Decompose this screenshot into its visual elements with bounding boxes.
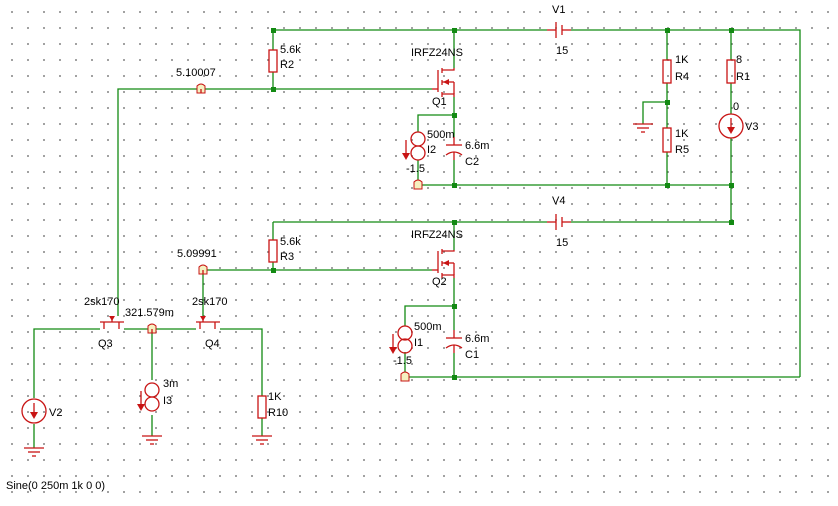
mosfet-q1[interactable]: IRFZ24NS Q1 <box>411 47 463 108</box>
i1-value-label: 500m <box>414 321 442 333</box>
jfet-q4[interactable]: 2sk170 Q4 <box>192 296 227 350</box>
current-source-i1[interactable]: 500m I1 -1.5 <box>389 321 442 367</box>
node <box>665 28 670 33</box>
wire-q4-to-q2-gate <box>202 269 432 316</box>
node <box>452 375 457 380</box>
voltage-source-v2[interactable]: V2 <box>21 398 62 424</box>
q4-name-label: Q4 <box>205 338 220 350</box>
resistor-r2[interactable]: 5.6k R2 <box>268 44 301 73</box>
probe-1-value: 5.10007 <box>176 67 216 79</box>
c2-name-label: C2 <box>465 156 479 168</box>
wire-i1-top <box>404 305 454 326</box>
node <box>452 113 457 118</box>
c1-name-label: C1 <box>465 349 479 361</box>
i2-offset-label: -1.5 <box>406 163 425 175</box>
v1-name-label: V1 <box>552 4 565 16</box>
probe-3-value: 321.579m <box>125 307 174 319</box>
wire-divider-ground <box>642 101 667 124</box>
q2-model-label: IRFZ24NS <box>411 229 463 241</box>
r10-name-label: R10 <box>268 407 288 419</box>
wire-top-rail-right <box>571 29 801 377</box>
i2-name-label: I2 <box>427 144 436 156</box>
r4-name-label: R4 <box>675 71 689 83</box>
q3-name-label: Q3 <box>98 338 113 350</box>
probe-node-4[interactable] <box>413 179 423 190</box>
v1-value-label: 15 <box>556 45 568 57</box>
battery-v4[interactable]: V4 15 <box>547 195 571 249</box>
current-source-i2[interactable]: 500m I2 -1.5 <box>402 129 455 175</box>
mosfet-q2[interactable]: IRFZ24NS Q2 <box>411 229 463 288</box>
probe-node-5[interactable] <box>400 371 410 382</box>
node <box>452 28 457 33</box>
i3-value-label: 3m <box>163 378 178 390</box>
node <box>729 220 734 225</box>
q3-model-label: 2sk170 <box>84 296 119 308</box>
current-source-i3[interactable]: 3m I3 <box>137 378 178 412</box>
v2-name-label: V2 <box>49 407 62 419</box>
wire-i2-top <box>417 114 454 132</box>
ground-icon <box>142 435 162 445</box>
node <box>271 268 276 273</box>
resistor-r10[interactable]: 1K R10 <box>257 391 288 419</box>
r2-name-label: R2 <box>280 59 294 71</box>
probe-node-3[interactable]: 321.579m <box>125 307 174 334</box>
resistor-r3[interactable]: 5.6k R3 <box>268 236 301 263</box>
node <box>452 220 457 225</box>
v3-name-label: V3 <box>745 121 758 133</box>
node <box>729 28 734 33</box>
r3-name-label: R3 <box>280 251 294 263</box>
r4-value-label: 1K <box>675 54 689 66</box>
r1-value-label: 8 <box>736 54 742 66</box>
r5-value-label: 1K <box>675 128 689 140</box>
c1-value-label: 6.6m <box>465 333 489 345</box>
v4-name-label: V4 <box>552 195 565 207</box>
battery-v1[interactable]: V1 15 <box>547 4 571 57</box>
r1-name-label: R1 <box>736 71 750 83</box>
r2-value-label: 5.6k <box>280 44 301 56</box>
node <box>665 183 670 188</box>
i1-name-label: I1 <box>414 337 423 349</box>
resistor-r4[interactable]: 1K R4 <box>662 54 689 84</box>
i3-name-label: I3 <box>163 395 172 407</box>
node <box>452 304 457 309</box>
wire-q4-to-r10 <box>220 328 263 396</box>
i1-offset-label: -1.5 <box>393 355 412 367</box>
wires <box>33 29 801 448</box>
q1-name-label: Q1 <box>432 96 447 108</box>
capacitor-c1[interactable]: 6.6m C1 <box>445 330 489 361</box>
v4-value-label: 15 <box>556 237 568 249</box>
resistor-r5[interactable]: 1K R5 <box>662 127 689 156</box>
node <box>271 28 276 33</box>
node <box>271 87 276 92</box>
probe-node-2[interactable]: 5.09991 <box>177 248 217 275</box>
node <box>729 183 734 188</box>
ground-icon <box>24 447 44 457</box>
node <box>452 183 457 188</box>
v2-source-description: Sine(0 250m 1k 0 0) <box>6 480 105 492</box>
wire-q3-to-q1-gate <box>117 88 432 316</box>
jfet-q3[interactable]: 2sk170 Q3 <box>84 296 124 350</box>
r3-value-label: 5.6k <box>280 236 301 248</box>
ground-icon <box>252 435 272 445</box>
q2-name-label: Q2 <box>432 276 447 288</box>
voltage-source-v3[interactable]: 0 V3 <box>718 101 758 139</box>
i2-value-label: 500m <box>427 129 455 141</box>
probe-node-1[interactable]: 5.10007 <box>176 67 216 94</box>
probe-2-value: 5.09991 <box>177 248 217 260</box>
capacitor-c2[interactable]: 6.6m C2 <box>445 137 489 168</box>
r5-name-label: R5 <box>675 144 689 156</box>
q1-model-label: IRFZ24NS <box>411 47 463 59</box>
q4-model-label: 2sk170 <box>192 296 227 308</box>
wire-v2-to-q3 <box>33 328 100 398</box>
c2-value-label: 6.6m <box>465 140 489 152</box>
v3-value-label: 0 <box>733 101 739 113</box>
ground-icon <box>633 123 653 133</box>
r10-value-label: 1K <box>268 391 282 403</box>
node <box>665 100 670 105</box>
resistor-r1[interactable]: 8 R1 <box>726 54 750 84</box>
